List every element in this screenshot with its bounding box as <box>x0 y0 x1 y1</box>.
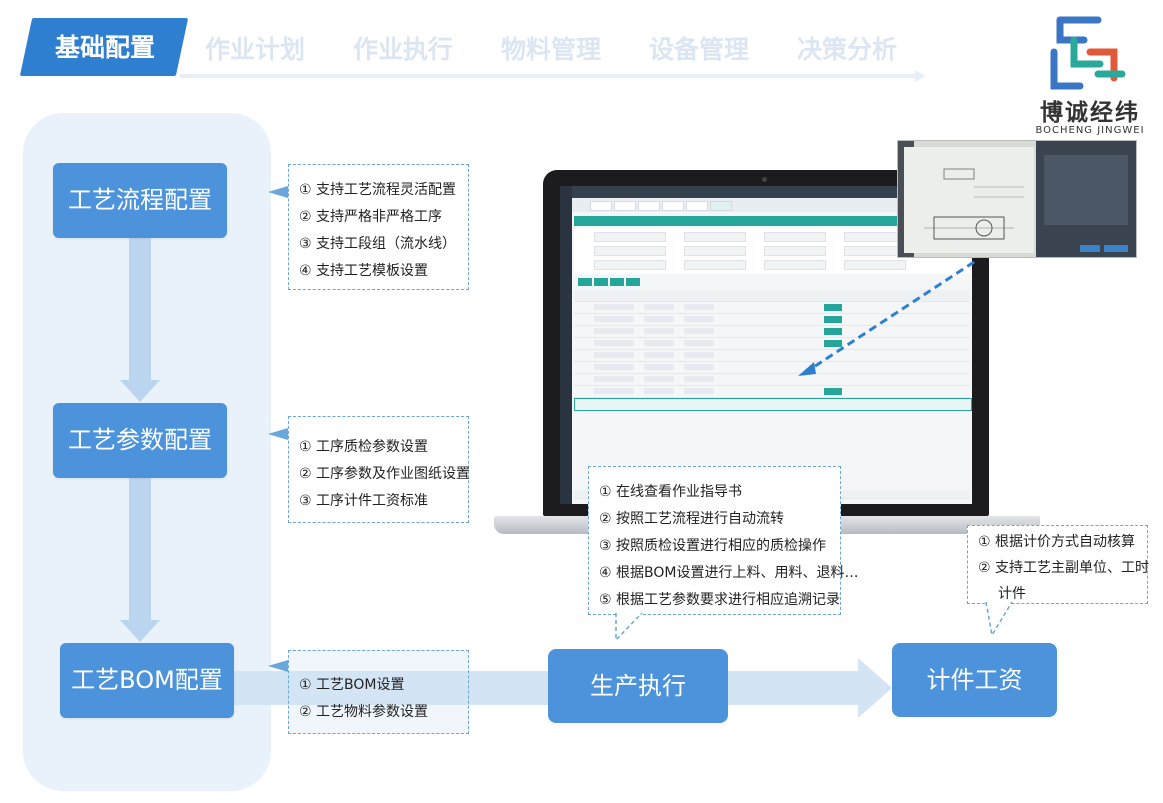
table-row[interactable] <box>574 386 970 398</box>
step-process-params-config[interactable]: 工艺参数配置 <box>53 403 227 478</box>
tab-underline <box>180 74 918 78</box>
table-row[interactable] <box>574 338 970 350</box>
table-row[interactable] <box>574 362 970 374</box>
note-bom-item: ① 工艺BOM设置 <box>299 677 405 693</box>
technical-drawing-icon <box>924 168 1024 240</box>
company-name-en: BOCHENG JINGWEI <box>1035 125 1145 136</box>
app-form-field[interactable] <box>594 260 666 270</box>
app-table-header <box>574 290 970 302</box>
note-bom-pointer-icon <box>268 660 288 672</box>
note-process-flow-item: ④ 支持工艺模板设置 <box>299 263 429 279</box>
app-tab[interactable] <box>590 201 612 211</box>
production-flow-band <box>234 671 858 705</box>
note-process-params: ① 工序质检参数设置 ② 工序参数及作业图纸设置 ③ 工序计件工资标准 <box>288 416 471 523</box>
tab-equipment-management[interactable]: 设备管理 <box>649 35 750 64</box>
tab-decision-analysis[interactable]: 决策分析 <box>797 35 898 64</box>
app-tab[interactable] <box>686 201 708 211</box>
note-production-pointer-icon <box>615 612 643 642</box>
app-form-field[interactable] <box>684 260 746 270</box>
app-form-field[interactable] <box>684 232 746 242</box>
flow-arrow-2 <box>129 478 151 620</box>
table-row[interactable] <box>574 374 970 386</box>
note-process-params-item: ② 工序参数及作业图纸设置 <box>299 466 471 482</box>
sidebar-button[interactable] <box>1104 245 1128 252</box>
tab-work-plan[interactable]: 作业计划 <box>205 35 306 64</box>
note-wage-item: 计件 <box>998 586 1026 602</box>
photo-link-arrow-icon <box>798 260 975 376</box>
step-process-flow-config[interactable]: 工艺流程配置 <box>53 163 227 238</box>
table-row[interactable] <box>574 302 970 314</box>
app-toolbar-button[interactable] <box>594 278 608 286</box>
app-tab[interactable] <box>614 201 636 211</box>
note-wage: ① 根据计价方式自动核算 ② 支持工艺主副单位、工时 计件 <box>967 525 1150 604</box>
app-form-field[interactable] <box>764 246 826 256</box>
app-form-field[interactable] <box>764 260 826 270</box>
app-toolbar-button[interactable] <box>578 278 592 286</box>
production-execution-box[interactable]: 生产执行 <box>548 649 728 723</box>
app-tab[interactable] <box>662 201 684 211</box>
note-wage-pointer-icon <box>985 601 1013 637</box>
note-process-params-pointer-icon <box>268 428 288 440</box>
drawing-sidebar <box>1036 141 1136 257</box>
note-production-item: ③ 按照质检设置进行相应的质检操作 <box>599 538 827 554</box>
note-production-item: ⑤ 根据工艺参数要求进行相应追溯记录 <box>599 592 840 608</box>
note-process-flow: ① 支持工艺流程灵活配置 ② 支持严格非严格工序 ③ 支持工段组（流水线） ④ … <box>288 164 469 290</box>
piece-wage-box[interactable]: 计件工资 <box>892 643 1057 717</box>
drawing-photo <box>897 140 1137 258</box>
note-production-item: ② 按照工艺流程进行自动流转 <box>599 511 785 527</box>
app-form-field[interactable] <box>594 246 666 256</box>
app-tab-active[interactable] <box>710 201 732 211</box>
tab-material-management[interactable]: 物料管理 <box>501 35 602 64</box>
note-process-flow-item: ① 支持工艺流程灵活配置 <box>299 182 457 198</box>
company-name-cn: 博诚经纬 <box>1040 100 1140 126</box>
tab-basic-config[interactable]: 基础配置 <box>54 33 155 62</box>
camera-icon <box>762 177 767 182</box>
app-form-field[interactable] <box>764 232 826 242</box>
note-bom-item: ② 工艺物料参数设置 <box>299 704 429 720</box>
note-production-item: ① 在线查看作业指导书 <box>599 484 743 500</box>
tab-work-execution[interactable]: 作业执行 <box>353 35 454 64</box>
sidebar-panel <box>1044 155 1128 225</box>
app-panel-header <box>574 216 970 226</box>
flow-arrow-1 <box>129 238 151 380</box>
tab-underline-arrow-icon <box>915 70 925 82</box>
table-row-selected[interactable] <box>574 398 972 411</box>
note-process-flow-pointer-icon <box>268 186 288 198</box>
note-process-params-item: ③ 工序计件工资标准 <box>299 493 429 509</box>
flow-arrow-1-head-icon <box>120 380 160 402</box>
company-logo-icon <box>1050 16 1126 90</box>
app-form-field[interactable] <box>594 232 666 242</box>
drawing-sheet <box>904 147 1034 253</box>
app-form-field[interactable] <box>844 260 906 270</box>
app-toolbar-button[interactable] <box>626 278 640 286</box>
app-tab[interactable] <box>638 201 660 211</box>
flow-arrow-2-head-icon <box>120 620 160 642</box>
note-production: ① 在线查看作业指导书 ② 按照工艺流程进行自动流转 ③ 按照质检设置进行相应的… <box>588 466 858 615</box>
table-row[interactable] <box>574 326 970 338</box>
note-process-params-item: ① 工序质检参数设置 <box>299 439 429 455</box>
app-topbar <box>572 186 972 198</box>
table-row[interactable] <box>574 350 970 362</box>
note-wage-item: ② 支持工艺主副单位、工时 <box>978 560 1150 576</box>
app-toolbar-button[interactable] <box>610 278 624 286</box>
table-row[interactable] <box>574 314 970 326</box>
production-flow-arrow-icon <box>858 658 892 718</box>
note-production-item: ④ 根据BOM设置进行上料、用料、退料… <box>599 565 859 581</box>
app-form-field[interactable] <box>684 246 746 256</box>
step-bom-config[interactable]: 工艺BOM配置 <box>60 643 234 718</box>
note-wage-item: ① 根据计价方式自动核算 <box>978 534 1136 550</box>
note-bom: ① 工艺BOM设置 ② 工艺物料参数设置 <box>288 650 469 734</box>
sidebar-button[interactable] <box>1080 245 1100 252</box>
note-process-flow-item: ③ 支持工段组（流水线） <box>299 236 457 252</box>
note-process-flow-item: ② 支持严格非严格工序 <box>299 209 443 225</box>
app-sidebar <box>560 186 572 504</box>
